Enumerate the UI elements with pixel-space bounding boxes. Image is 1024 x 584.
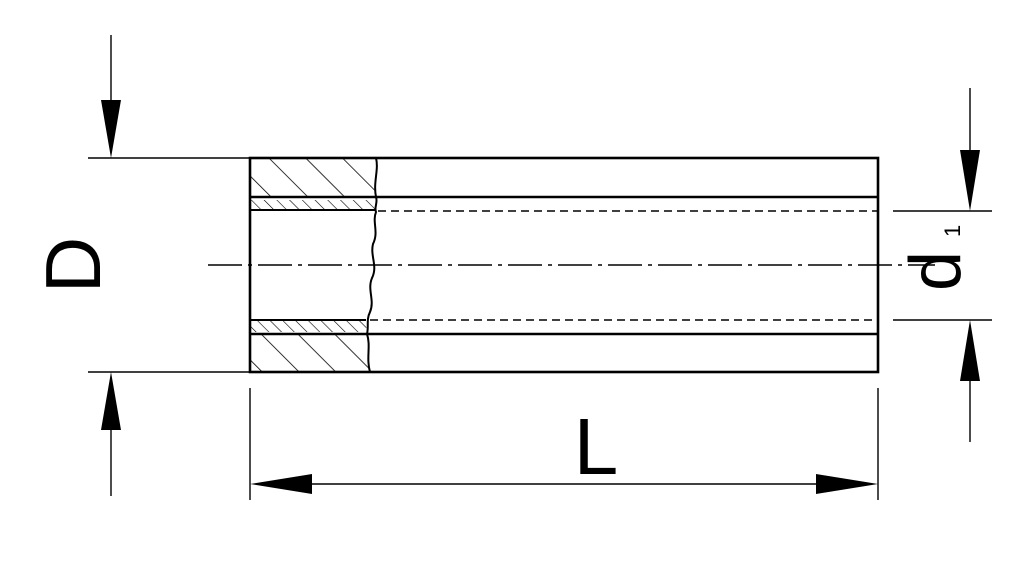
dimension-outer-diameter [88, 35, 250, 496]
dimension-length [249, 388, 879, 500]
section-hatching [250, 158, 377, 371]
inner-diameter-label: d [896, 251, 976, 291]
length-label: L [574, 402, 619, 491]
inner-diameter-subscript: 1 [940, 225, 965, 237]
outer-diameter-label: D [29, 237, 117, 293]
dimension-inner-diameter [893, 88, 992, 442]
hidden-lines [370, 210, 878, 321]
break-line [365, 157, 378, 373]
inner-diameter-label-group: d 1 [896, 225, 976, 291]
